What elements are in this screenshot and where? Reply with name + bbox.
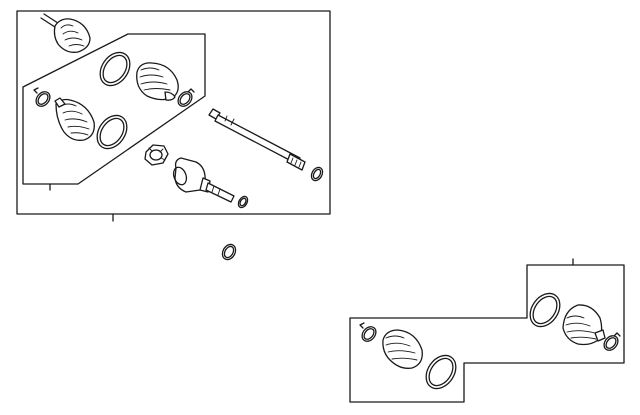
boot-clamp-small-right bbox=[603, 332, 621, 351]
boot-kit-frame bbox=[22, 33, 206, 191]
boot-clamp-small-upper bbox=[177, 88, 195, 107]
inner-cv-joint-housing bbox=[172, 157, 235, 203]
snap-ring-housing bbox=[237, 195, 249, 209]
boot-clamp-large-upper bbox=[99, 51, 131, 87]
boot-clamp-small-right-lower bbox=[359, 322, 377, 342]
assembly-frame bbox=[16, 10, 331, 215]
boot-clamp-large-right-lower bbox=[425, 354, 457, 390]
snap-ring-shaft bbox=[310, 166, 324, 182]
axle-assembly-panel bbox=[16, 10, 331, 222]
snap-ring-loose bbox=[221, 243, 237, 261]
boot-clamp-large-lower bbox=[96, 114, 128, 150]
outer-cv-joint bbox=[40, 13, 91, 53]
boot-clamp-small-left bbox=[33, 87, 51, 107]
boot-clamp-large-right bbox=[529, 292, 561, 328]
boot-kit-panel bbox=[349, 258, 625, 403]
tripod-bearing bbox=[144, 144, 169, 166]
intermediate-shaft bbox=[208, 108, 306, 171]
cv-boot-right-lower bbox=[382, 329, 423, 369]
cv-boot-right-upper bbox=[562, 304, 606, 346]
cv-boot-lower bbox=[54, 97, 95, 141]
cv-boot-upper bbox=[136, 62, 179, 101]
